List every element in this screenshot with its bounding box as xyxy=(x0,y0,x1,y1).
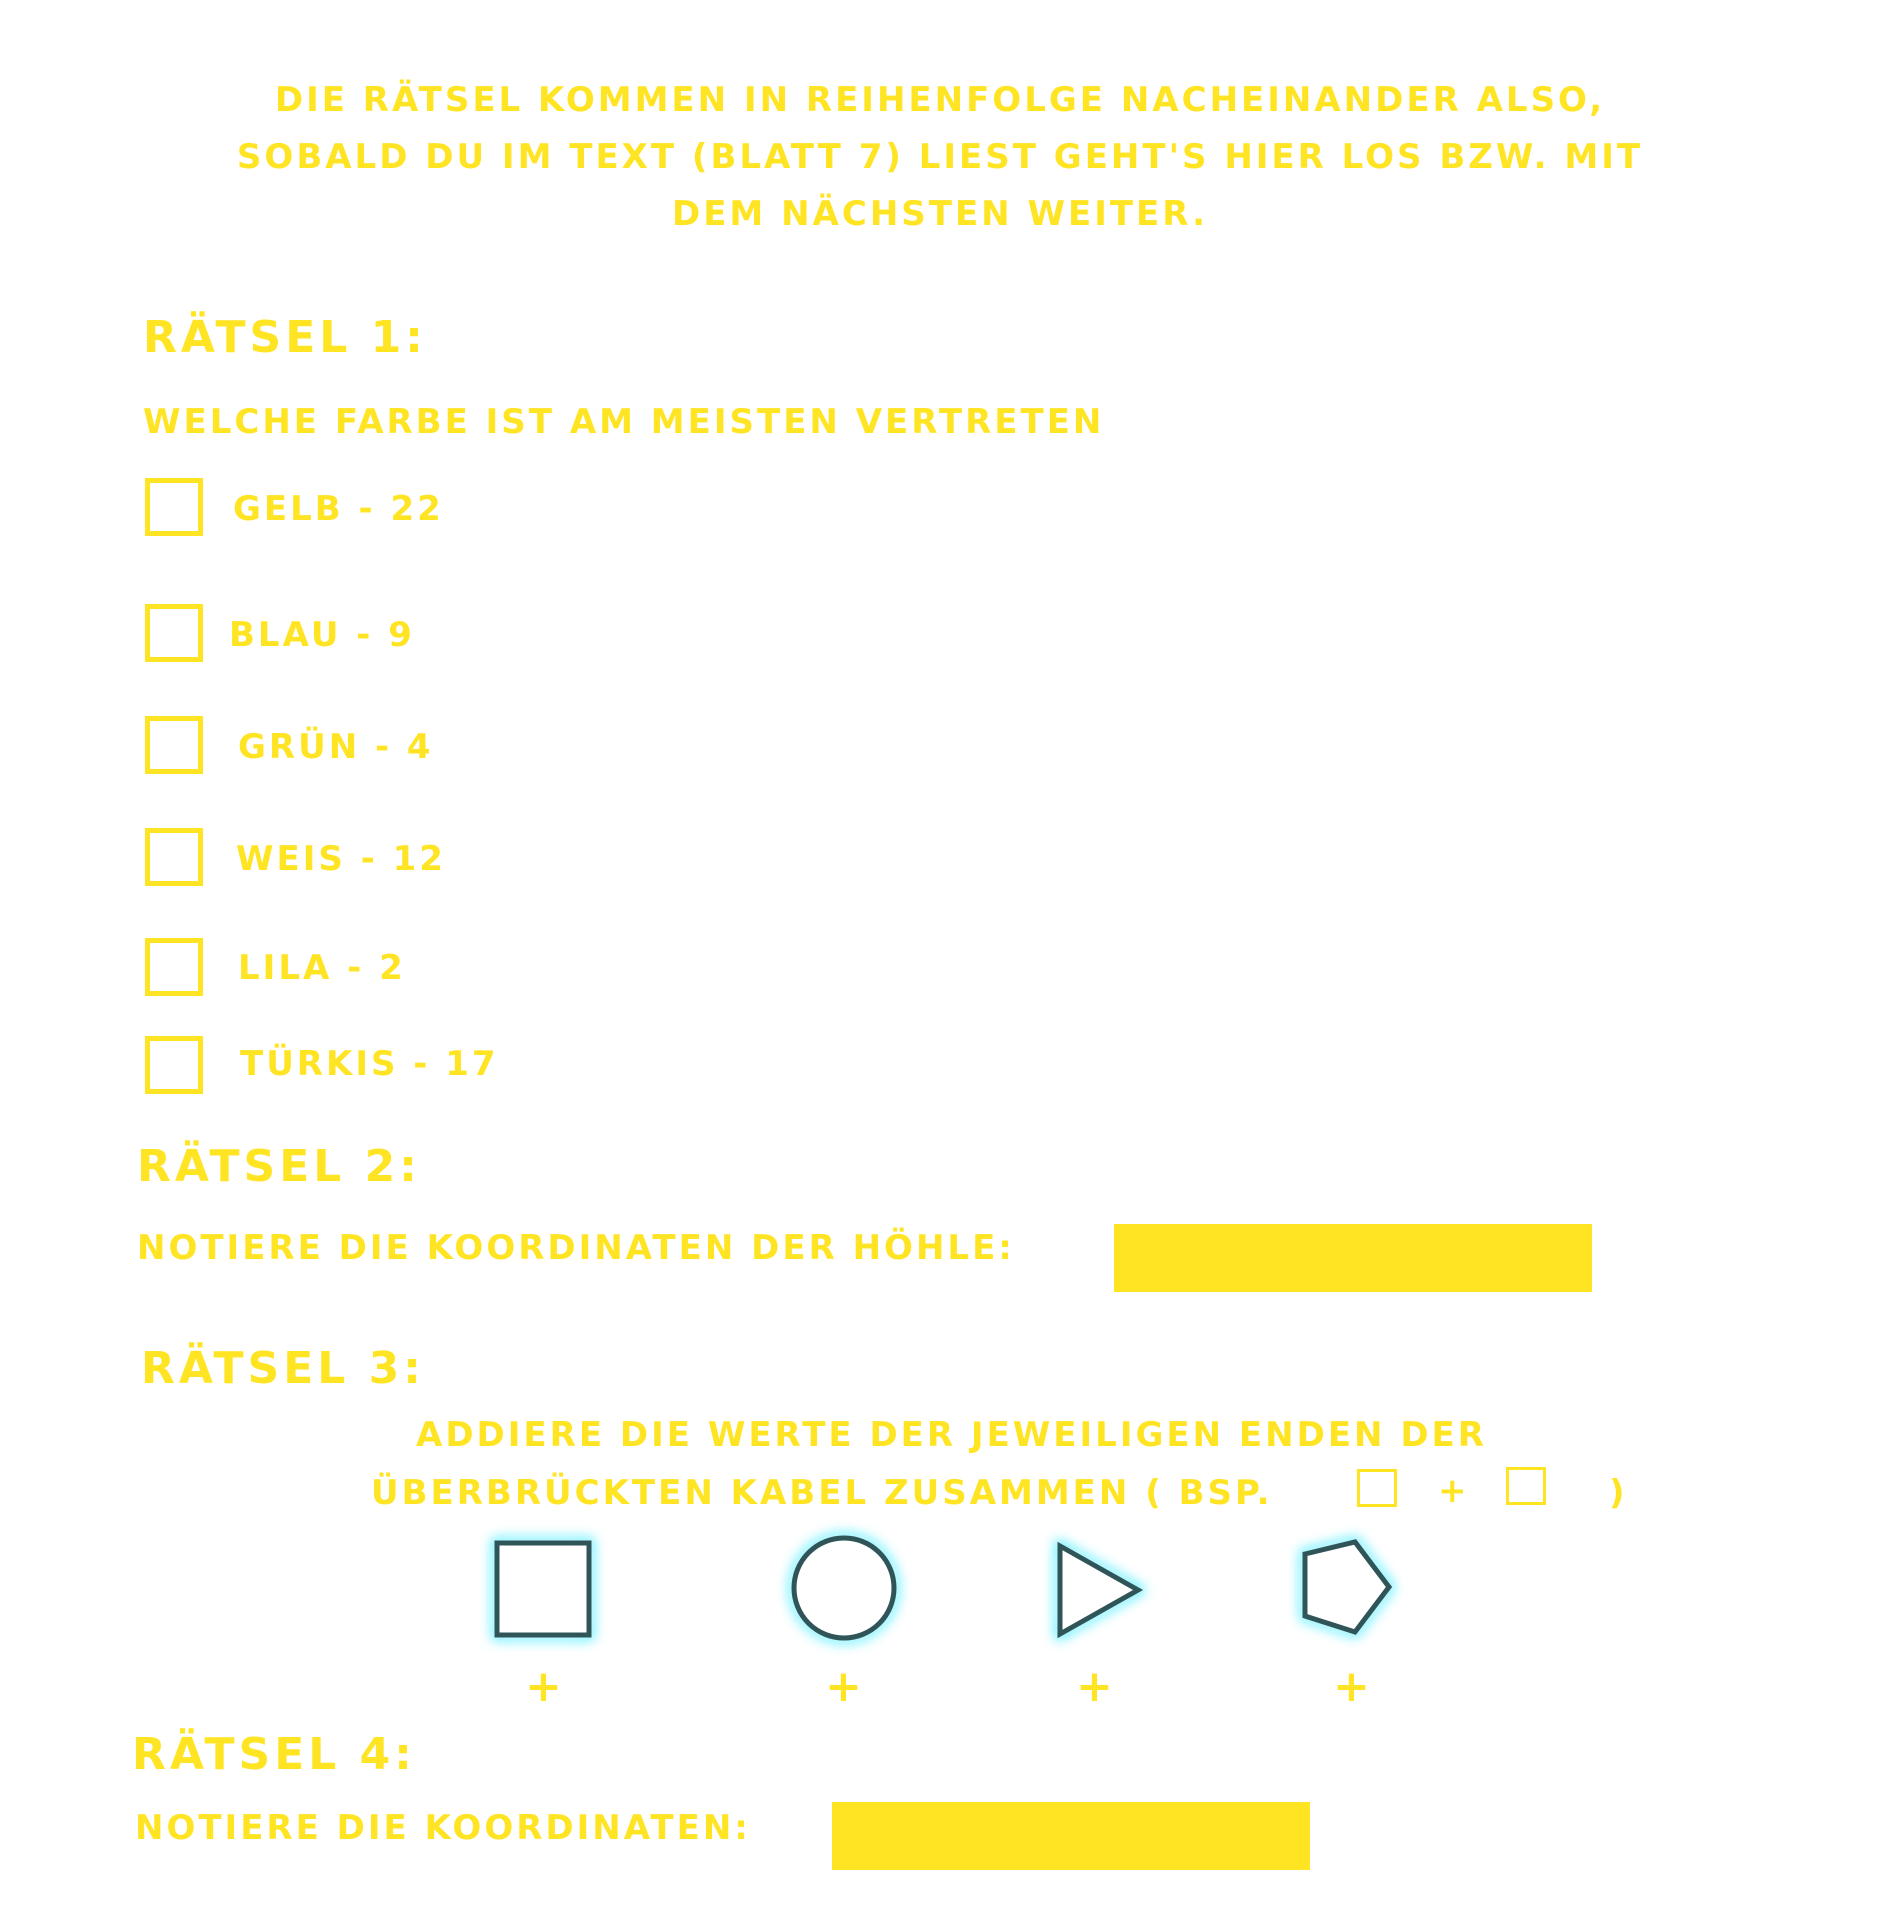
option-checkbox-weis[interactable] xyxy=(145,828,203,886)
plus-under-circle: + xyxy=(825,1661,865,1712)
example-plus: + xyxy=(1438,1471,1470,1511)
puzzle-3-instruction-line-1: Addiere die Werte der jeweiligen Enden d… xyxy=(416,1415,1487,1455)
option-checkbox-lila[interactable] xyxy=(145,938,203,996)
option-label-gruen: Grün - 4 xyxy=(238,727,434,767)
option-checkbox-gruen[interactable] xyxy=(145,716,203,774)
circle-icon xyxy=(790,1534,898,1642)
intro-line-2: sobald du im Text (Blatt 7) liest geht's… xyxy=(236,137,1644,177)
example-box-icon xyxy=(1357,1469,1397,1507)
example-close-paren: ) xyxy=(1609,1473,1628,1513)
pentagon-icon xyxy=(1301,1537,1395,1637)
puzzle-4-prompt: Notiere die Koordinaten: xyxy=(135,1808,751,1848)
option-label-weis: Weis - 12 xyxy=(236,839,446,879)
plus-under-triangle: + xyxy=(1076,1661,1116,1712)
intro-line-1: Die Rätsel kommen in Reihenfolge nachein… xyxy=(274,80,1606,120)
option-label-tuerkis: Türkis - 17 xyxy=(240,1044,499,1084)
plus-under-square: + xyxy=(525,1661,565,1712)
puzzle-2-prompt: Notiere die Koordinaten der Höhle: xyxy=(137,1228,1015,1268)
puzzle-1-question: Welche Farbe ist am meisten vertreten xyxy=(143,402,1105,442)
intro-text: Die Rätsel kommen in Reihenfolge nachein… xyxy=(150,72,1730,243)
option-label-gelb: Gelb - 22 xyxy=(233,489,444,529)
coordinates-input[interactable] xyxy=(832,1802,1310,1870)
puzzle-3-heading: Rätsel 3: xyxy=(141,1343,425,1394)
triangle-icon xyxy=(1056,1539,1147,1641)
puzzle-2-heading: Rätsel 2: xyxy=(137,1141,421,1192)
cave-coordinates-input[interactable] xyxy=(1114,1224,1592,1292)
intro-line-3: dem nächsten weiter. xyxy=(671,194,1209,234)
option-label-blau: Blau - 9 xyxy=(229,615,415,655)
option-checkbox-gelb[interactable] xyxy=(145,478,203,536)
puzzle-3-instruction-line-2: überbrückten Kabel zusammen ( bsp. xyxy=(371,1473,1273,1513)
plus-under-pentagon: + xyxy=(1333,1661,1373,1712)
example-box-icon xyxy=(1506,1467,1546,1505)
option-checkbox-tuerkis[interactable] xyxy=(145,1036,203,1094)
square-icon xyxy=(493,1539,593,1639)
option-label-lila: Lila - 2 xyxy=(238,948,406,988)
option-checkbox-blau[interactable] xyxy=(145,604,203,662)
puzzle-1-heading: Rätsel 1: xyxy=(143,312,427,363)
puzzle-4-heading: Rätsel 4: xyxy=(132,1729,416,1780)
